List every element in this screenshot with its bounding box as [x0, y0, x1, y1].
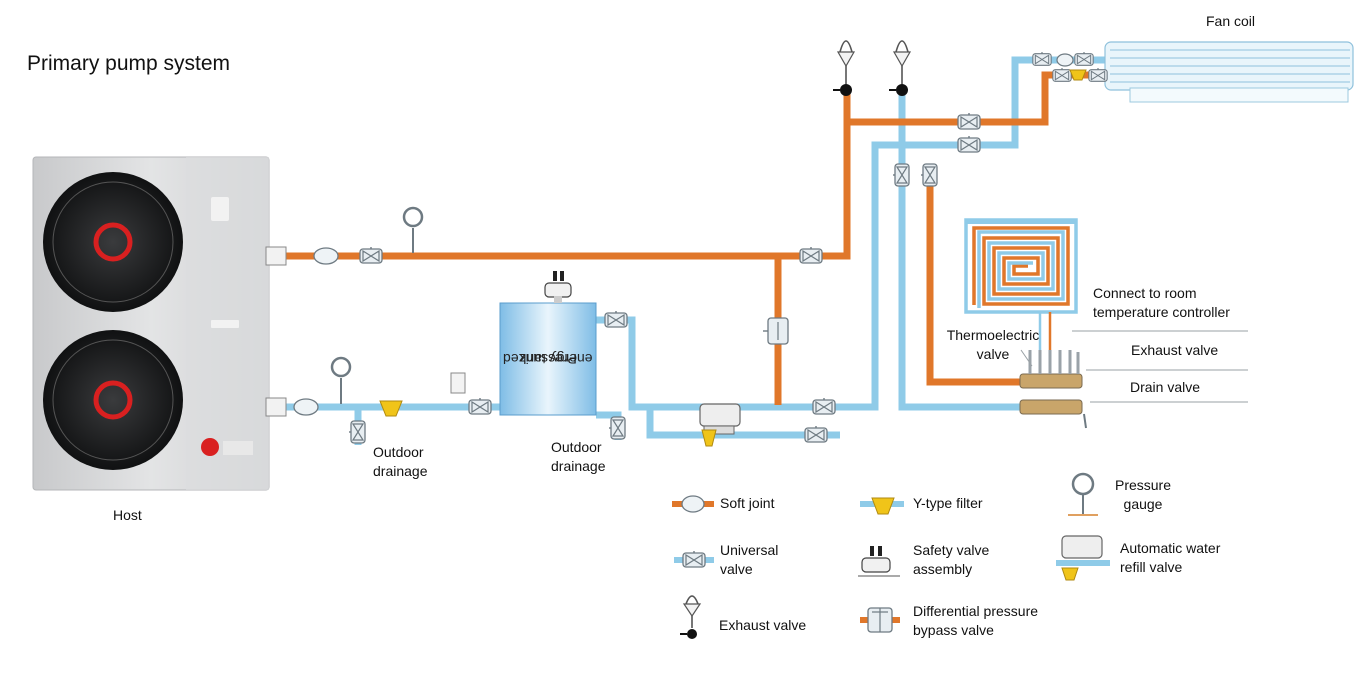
floor-heating-coil [964, 218, 1078, 370]
refill-pipe [632, 403, 840, 439]
exhaust-valve-icon [680, 595, 702, 639]
outdoor-drainage-1: Outdoor drainage [373, 443, 428, 481]
valve-supply-1 [359, 247, 383, 264]
legend-universal-valve: Universal valve [720, 541, 778, 579]
valve-refill-line [804, 426, 828, 443]
soft-joint-supply [265, 246, 339, 266]
fan-lower [43, 330, 183, 470]
bypass-valve [763, 317, 789, 345]
valve-tank-inlet [468, 398, 492, 415]
pressure-gauge-supply [402, 206, 424, 253]
callout-connect-room-line-1: Connect to room [1093, 285, 1197, 301]
outdoor-drainage-2-line-1: Outdoor [551, 439, 602, 455]
legend-auto-refill-valve-line-1: Automatic water [1120, 540, 1221, 556]
legend-soft-joint: Soft joint [720, 495, 775, 511]
universal-valve-icon [674, 551, 714, 568]
legend-safety-valve-line-1: Safety valve [913, 542, 990, 558]
legend-icons [672, 472, 1110, 639]
legend-exhaust-valve: Exhaust valve [719, 617, 807, 633]
callout-connect-room-line-2: temperature controller [1093, 304, 1230, 320]
floor-manifold [1019, 350, 1087, 429]
fan-coil-unit [1104, 41, 1354, 103]
exhaust-valve-1 [833, 40, 856, 96]
legend-safety-valve: Safety valve assembly [913, 541, 989, 579]
legend-auto-refill-valve-line-2: refill valve [1120, 559, 1183, 575]
valve-fan-supply [957, 113, 981, 130]
legend-bypass-valve-line-1: Differential pressure [913, 603, 1039, 619]
legend-universal-valve-line-1: Universal [720, 542, 779, 558]
callout-exhaust: Exhaust valve [1131, 342, 1219, 358]
callout-thermoelectric-line-1: Thermoelectric [946, 327, 1040, 343]
supply-pipe-main [272, 90, 851, 260]
callout-thermoelectric: Thermoelectric valve [941, 326, 1045, 364]
auto-refill-valve [699, 403, 741, 447]
y-filter-icon [860, 497, 904, 515]
floor-supply-pipe [926, 168, 1020, 386]
outdoor-drainage-1-line-2: drainage [373, 463, 428, 479]
legend-pressure-gauge-line-2: gauge [1123, 496, 1163, 512]
valve-drain-2 [609, 416, 626, 440]
legend-pressure-gauge-line-1: Pressure [1114, 477, 1172, 493]
floor-return-pipe [898, 90, 1020, 411]
bypass-valve-icon [860, 607, 900, 633]
callout-connect-room: Connect to room temperature controller [1093, 284, 1230, 322]
fan-coil-label: Fan coil [1206, 13, 1256, 29]
brand-logo-icon [201, 438, 219, 456]
valve-fan-return [957, 136, 981, 153]
pressure-gauge-return [330, 356, 352, 404]
outdoor-drainage-2-line-2: drainage [551, 458, 606, 474]
legend-safety-valve-line-2: assembly [913, 561, 973, 577]
host-label: Host [113, 507, 142, 523]
safety-valve-icon [858, 546, 900, 577]
pressurized-tank [499, 271, 597, 416]
tank-label-line-2: energy tank [519, 351, 593, 367]
legend-pressure-gauge: Pressure gauge [1106, 476, 1180, 514]
fan-coil-fittings [1032, 52, 1108, 82]
legend-bypass-valve-line-2: bypass valve [913, 622, 994, 638]
outdoor-drainage-2: Outdoor drainage [551, 438, 606, 476]
valve-floor-supply [921, 163, 938, 187]
callout-lines [1020, 330, 1248, 403]
page-title: Primary pump system [27, 52, 231, 75]
valve-tank-outlet [604, 311, 628, 328]
valve-supply-2 [799, 247, 823, 264]
soft-joint-return [265, 397, 319, 417]
legend-y-filter: Y-type filter [913, 495, 983, 511]
valve-drain-1 [349, 420, 366, 444]
legend-auto-refill-valve: Automatic water refill valve [1120, 539, 1220, 577]
callout-thermoelectric-line-2: valve [976, 346, 1010, 362]
callout-drain: Drain valve [1130, 379, 1201, 395]
valve-floor-return [893, 163, 910, 187]
soft-joint-icon [672, 495, 714, 513]
host-unit [32, 156, 270, 491]
auto-refill-valve-icon [1056, 535, 1110, 581]
sensor-box [450, 372, 466, 394]
fan-upper [43, 172, 183, 312]
legend-universal-valve-line-2: valve [720, 561, 753, 577]
valve-return-main [812, 398, 836, 415]
legend-bypass-valve: Differential pressure bypass valve [913, 602, 1038, 640]
tank-outlet-pipe [596, 141, 900, 411]
pressure-gauge-icon [1068, 472, 1098, 516]
y-filter-return [379, 400, 403, 417]
safety-valve-on-tank [544, 271, 572, 303]
outdoor-drainage-1-line-1: Outdoor [373, 444, 424, 460]
exhaust-valve-2 [889, 40, 912, 96]
